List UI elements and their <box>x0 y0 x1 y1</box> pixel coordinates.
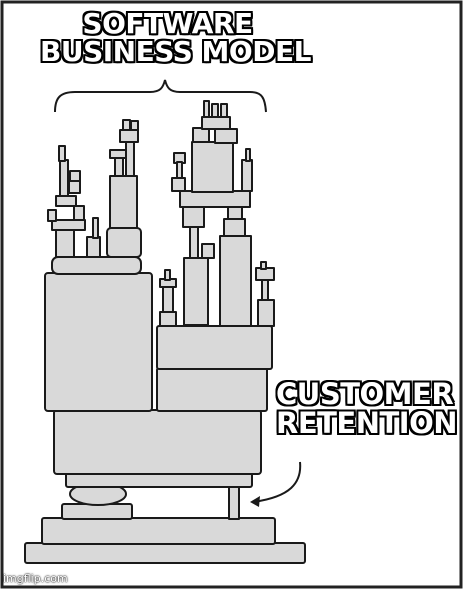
right-tower-deck <box>179 190 251 208</box>
base-slab-upper <box>41 517 276 545</box>
right-under-pillar <box>183 257 209 326</box>
mid-tower-crossbar <box>109 149 127 159</box>
right-small-b-base <box>257 299 275 327</box>
left-cap-slab <box>51 256 142 275</box>
right-small-a-base <box>159 311 177 327</box>
base-slab-bottom <box>24 542 306 564</box>
right-tower-crown-b <box>214 128 238 144</box>
body-right-upper-block <box>156 325 273 370</box>
mid-tower-base <box>106 227 142 258</box>
left-tower-mast <box>59 159 69 197</box>
mid-tower-body <box>109 175 138 229</box>
mid-tower-cap-knob-b <box>130 120 139 131</box>
right-tower-crown-c <box>201 116 231 130</box>
left-tower-knob-a <box>47 209 57 222</box>
left-tower-block-tiny <box>69 170 81 182</box>
mid-tower-cap-knob-a <box>122 119 131 131</box>
arrow-line <box>252 461 302 503</box>
right-tower-side-a-box <box>171 177 186 192</box>
right-small-b-rod <box>261 279 269 301</box>
left-tower-ledge <box>51 219 86 231</box>
left-tower-stub-rod <box>92 217 99 239</box>
right-under-tall-pillar <box>219 235 252 327</box>
body-right-lower-block <box>156 367 268 412</box>
pedestal-left-base <box>61 503 133 520</box>
right-under-rod <box>189 226 199 260</box>
right-tower-side-a-rod <box>176 161 183 179</box>
watermark-text: imgflip.com <box>3 572 68 585</box>
brace-curly <box>54 79 267 113</box>
left-tower-pillar <box>55 229 75 258</box>
right-small-a-tip <box>164 269 171 281</box>
right-tower-antenna-a <box>203 100 210 118</box>
right-tower-antenna-c <box>220 103 228 118</box>
left-tower-bar <box>55 195 77 207</box>
right-tower-body <box>191 141 234 193</box>
left-tower-stub-a <box>86 236 101 258</box>
right-tower-crown-a <box>192 127 210 143</box>
caption-software-business-model: SOFTWARE BUSINESS MODEL <box>40 7 311 68</box>
mid-tower-rod-a <box>114 157 124 177</box>
body-left-block <box>44 272 153 412</box>
left-tower-knob-b <box>73 205 85 221</box>
caption-top-line2: BUSINESS MODEL <box>40 35 311 68</box>
mid-tower-cap <box>119 129 139 143</box>
caption-side-line1: CUSTOMER <box>276 377 454 411</box>
right-small-a-rod <box>162 285 174 313</box>
right-tower-antenna-b <box>211 103 219 118</box>
right-under-block-a <box>182 206 205 228</box>
right-under-block-c <box>223 218 246 238</box>
right-under-knob <box>201 243 215 259</box>
customer-retention-support <box>228 485 240 520</box>
caption-customer-retention: CUSTOMER RETENTION <box>276 377 458 440</box>
mid-tower-rod-b <box>125 140 135 177</box>
caption-side-line2: RETENTION <box>276 406 458 440</box>
arrow-head <box>250 496 260 507</box>
caption-top-line1: SOFTWARE <box>82 7 253 40</box>
right-small-b-tip <box>260 261 267 270</box>
body-lower-block <box>53 409 262 475</box>
right-tower-side-b <box>241 159 253 192</box>
left-tower-spire <box>58 145 66 162</box>
right-tower-side-b-spire <box>245 148 251 162</box>
